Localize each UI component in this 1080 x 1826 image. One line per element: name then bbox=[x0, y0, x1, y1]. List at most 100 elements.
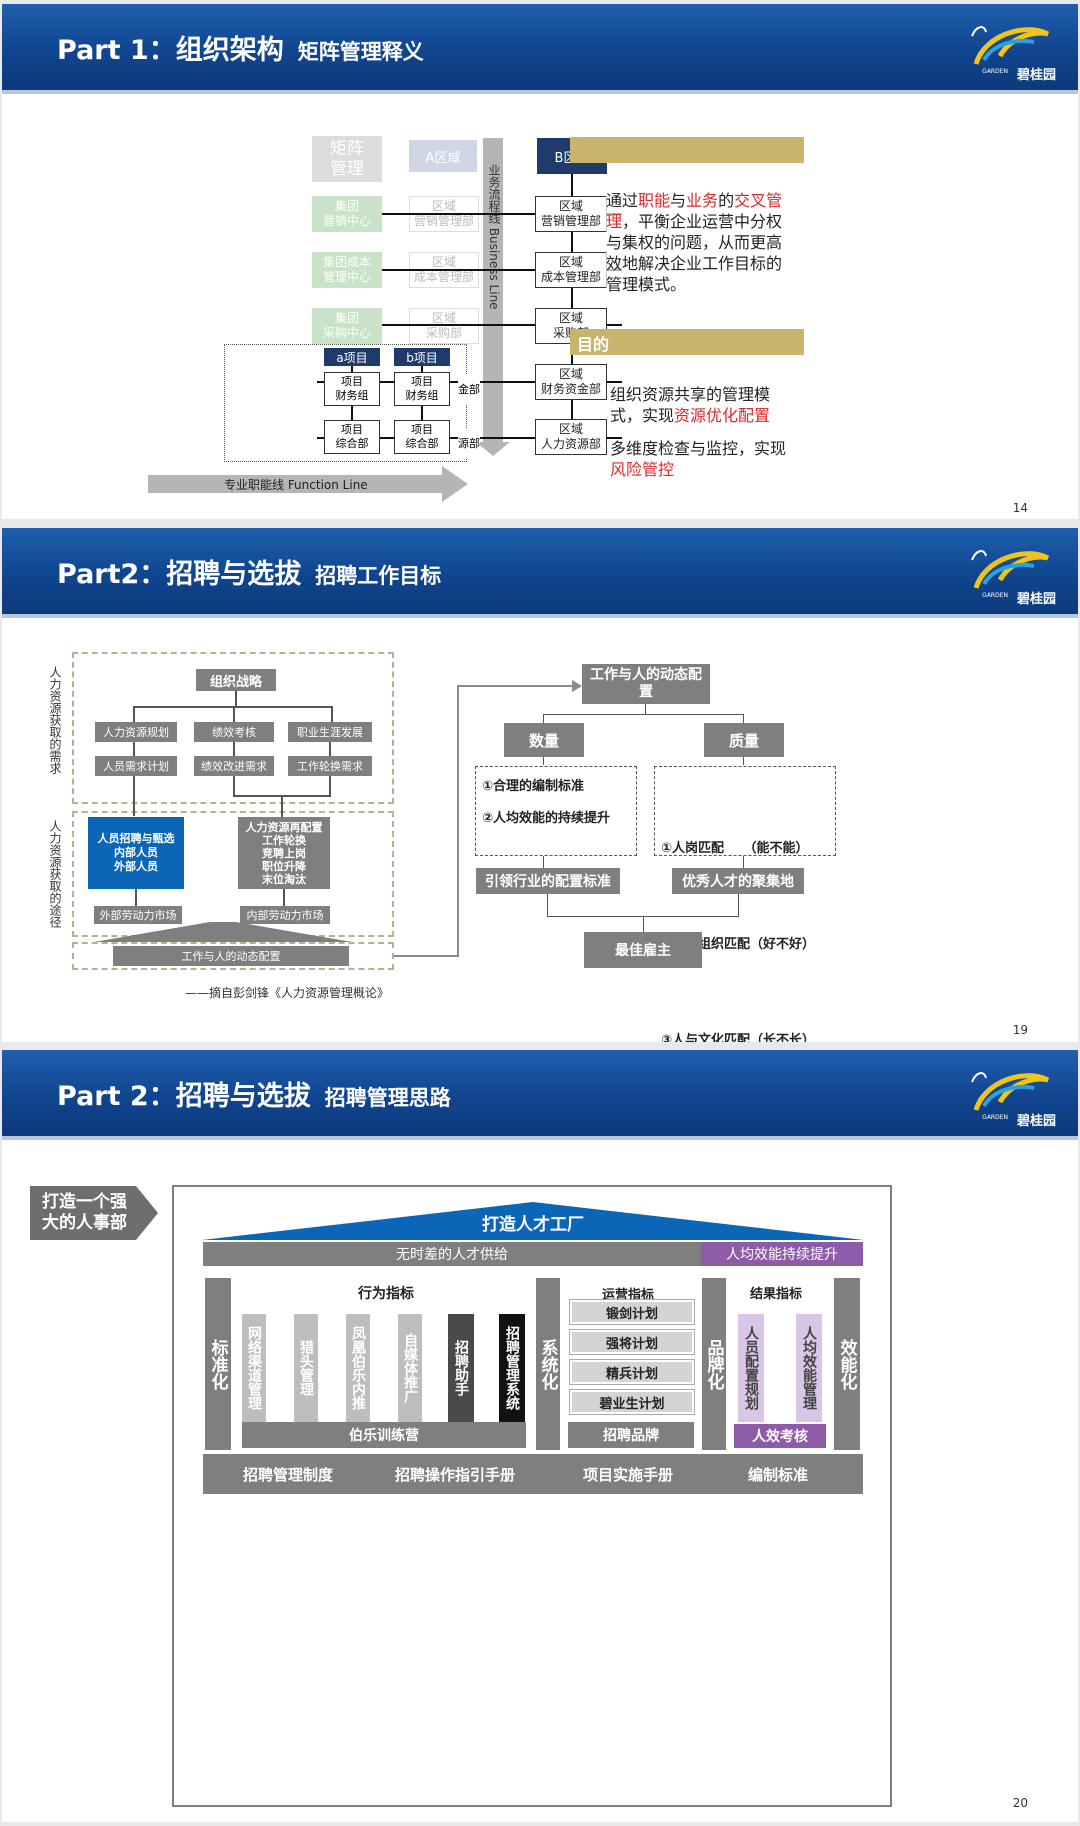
connector bbox=[233, 706, 235, 722]
quantity-list: ①合理的编制标准 ②人均效能的持续提升 bbox=[475, 766, 637, 856]
connector bbox=[543, 757, 544, 765]
group-center-3: 集团 采购中心 bbox=[312, 308, 382, 344]
b-dept-1: 区域 营销管理部 bbox=[535, 196, 607, 232]
logo-text: 碧桂园 bbox=[1016, 68, 1056, 83]
slide-header: Part2：招聘与选拔招聘工作目标 GARDEN 碧桂园 bbox=[2, 528, 1078, 618]
row-line-3 bbox=[382, 324, 622, 326]
connector bbox=[283, 889, 285, 907]
side-label-demand: 人力资源获取的需求 bbox=[48, 666, 62, 774]
row-line-2 bbox=[382, 269, 622, 271]
a-region-label: A区域 bbox=[409, 140, 477, 172]
logo-icon bbox=[971, 550, 1050, 589]
slide-header: Part 2：招聘与选拔招聘管理思路 GARDEN 碧桂园 bbox=[2, 1050, 1078, 1140]
project-cell-1: 项目 财务组 bbox=[324, 372, 380, 406]
slide-3: Part 2：招聘与选拔招聘管理思路 GARDEN 碧桂园 打造一个强 大的人事… bbox=[2, 1050, 1078, 1822]
result-title: 结果指标 bbox=[750, 1287, 803, 1302]
ops-item-3: 精兵计划 bbox=[569, 1359, 695, 1385]
connector bbox=[281, 795, 283, 817]
function-line-label: 专业职能线 Function Line bbox=[224, 478, 368, 492]
b-project-line bbox=[421, 366, 423, 454]
slide-header: Part 1：组织架构矩阵管理释义 GARDEN 碧桂园 bbox=[2, 4, 1078, 94]
recruit-brand: 招聘品牌 bbox=[568, 1422, 694, 1448]
row1-box-3: 职业生涯发展 bbox=[288, 722, 372, 742]
recruit-box: 人员招聘与甄选 内部人员 外部人员 bbox=[88, 817, 184, 889]
matrix-label: 矩阵 管理 bbox=[312, 136, 382, 182]
talent-hub-box: 优秀人才的聚集地 bbox=[672, 868, 804, 894]
logo-text: 碧桂园 bbox=[1016, 592, 1056, 607]
a-dept-1: 区域 营销管理部 bbox=[409, 196, 479, 232]
factory-frame bbox=[172, 1185, 892, 1807]
org-strategy-box: 组织战略 bbox=[196, 669, 276, 691]
group-center-1: 集团 营销中心 bbox=[312, 196, 382, 232]
definition-paragraph: 通过职能与业务的交叉管理，平衡企业运营中分权与集权的问题，从而更高效地解决企业工… bbox=[606, 190, 791, 295]
a-project-line bbox=[351, 366, 353, 454]
row2-box-2: 绩效改进需求 bbox=[194, 756, 274, 776]
logo-small-text: GARDEN bbox=[982, 592, 1008, 599]
a-dept-3: 区域 采购部 bbox=[409, 308, 479, 344]
base-item: 项目实施手册 bbox=[583, 1465, 674, 1484]
quality-item: ③人与文化匹配（长不长） bbox=[661, 1033, 816, 1042]
gold-bar-2 bbox=[570, 329, 804, 355]
band-right: 人均效能持续提升 bbox=[701, 1242, 863, 1266]
result-col-1: 人员配置规划 bbox=[738, 1314, 764, 1422]
eff-assess: 人效考核 bbox=[734, 1424, 826, 1448]
page-number: 20 bbox=[1012, 1796, 1028, 1810]
arrow-label: 打造一个强 大的人事部 bbox=[42, 1192, 127, 1233]
pillar-efficiency: 效能化 bbox=[834, 1278, 860, 1450]
logo-icon bbox=[971, 1072, 1050, 1111]
quantity-box: 数量 bbox=[504, 723, 584, 757]
goal-title: 目的 bbox=[577, 335, 610, 354]
triangle-base bbox=[94, 922, 352, 942]
a-project-label: a项目 bbox=[324, 348, 380, 366]
business-line-arrow-head bbox=[476, 442, 510, 456]
bole-camp: 伯乐训练营 bbox=[242, 1422, 526, 1448]
connector bbox=[133, 776, 135, 816]
group-center-2: 集团成本 管理中心 bbox=[312, 252, 382, 288]
realloc-box: 人力资源再配置 工作轮换 竞聘上岗 职位升降 末位淘汰 bbox=[238, 817, 330, 889]
arrow-shape bbox=[30, 1186, 158, 1240]
row2-box-3: 工作轮换需求 bbox=[288, 756, 372, 776]
page-number: 19 bbox=[1012, 1023, 1028, 1037]
quantity-item: ②人均效能的持续提升 bbox=[482, 811, 611, 826]
roof-label: 打造人才工厂 bbox=[482, 1215, 584, 1235]
behavior-title: 行为指标 bbox=[358, 1286, 414, 1302]
slide-title: Part 2：招聘与选拔招聘管理思路 bbox=[57, 1081, 451, 1112]
logo-text: 碧桂园 bbox=[1016, 1114, 1056, 1129]
goal-paragraph-1: 组织资源共享的管理模式，实现资源优化配置 bbox=[610, 385, 771, 425]
behavior-col-6: 招聘管理系统 bbox=[499, 1314, 525, 1422]
b-dept-4: 区域 财务资金部 bbox=[535, 364, 607, 400]
demand-region bbox=[72, 652, 394, 804]
result-col-2: 人均效能管理 bbox=[796, 1314, 822, 1422]
slide-title: Part 1：组织架构矩阵管理释义 bbox=[57, 35, 424, 66]
behavior-col-4: 自媒体推广 bbox=[398, 1314, 422, 1422]
connector bbox=[743, 757, 744, 765]
behavior-col-1: 网络渠道管理 bbox=[242, 1314, 266, 1422]
partial-cell-2: 源部 bbox=[458, 428, 480, 458]
logo-small-text: GARDEN bbox=[982, 1114, 1008, 1121]
connector bbox=[547, 894, 548, 916]
connector bbox=[233, 742, 235, 756]
lead-standard-box: 引领行业的配置标准 bbox=[476, 868, 620, 894]
connector bbox=[743, 856, 744, 868]
function-line-arrow bbox=[148, 475, 443, 493]
gold-bar-1 bbox=[570, 137, 804, 163]
connector bbox=[135, 889, 137, 907]
behavior-col-2: 猎头管理 bbox=[294, 1314, 318, 1422]
b-project-label: b项目 bbox=[394, 348, 450, 366]
pillar-branding: 品牌化 bbox=[702, 1278, 726, 1450]
behavior-col-3: 凤凰伯乐内推 bbox=[346, 1314, 370, 1422]
dynamic-region bbox=[72, 942, 394, 970]
connector bbox=[235, 691, 237, 707]
citation: ——摘自彭剑锋《人力资源管理概论》 bbox=[185, 986, 390, 1000]
connector bbox=[133, 742, 135, 756]
connector bbox=[329, 742, 331, 756]
connector bbox=[329, 776, 331, 796]
base-row: 招聘管理制度 招聘操作指引手册 项目实施手册 编制标准 bbox=[203, 1454, 863, 1494]
connector bbox=[543, 714, 544, 724]
connector bbox=[738, 894, 739, 916]
connector bbox=[331, 706, 333, 722]
slide-2: Part2：招聘与选拔招聘工作目标 GARDEN 碧桂园 人力资源获取的需求 人… bbox=[2, 528, 1078, 1042]
flow-arrow bbox=[394, 680, 582, 957]
ops-item-2: 强将计划 bbox=[569, 1329, 695, 1355]
